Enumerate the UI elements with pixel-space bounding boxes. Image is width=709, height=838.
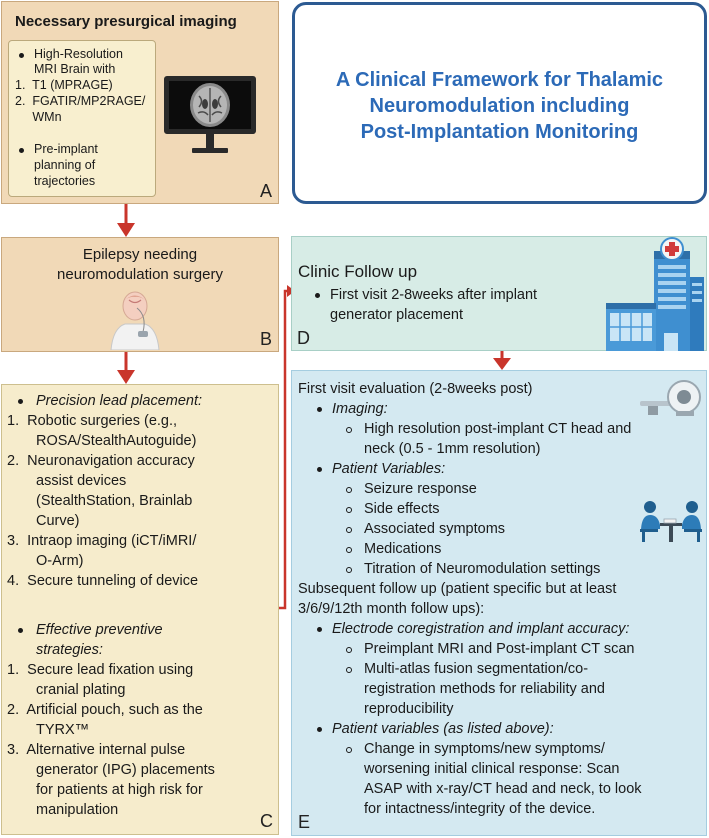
bullet-ring: [346, 567, 352, 573]
panel-d: Clinic Follow up First visit 2-8weeks af…: [291, 236, 707, 351]
panel-c-line: 2. Artificial pouch, such as the: [7, 702, 203, 718]
panel-e-line: High resolution post-implant CT head and: [364, 421, 632, 437]
framework-title-line: Neuromodulation including: [369, 95, 630, 117]
panel-e-line: Titration of Neuromodulation settings: [364, 561, 601, 577]
panel-a-line: High-Resolution: [34, 47, 123, 61]
panel-e-line: Change in symptoms/new symptoms/: [364, 741, 605, 757]
panel-c-line: 1. Robotic surgeries (e.g.,: [7, 413, 178, 429]
bullet-ring: [346, 507, 352, 513]
bullet-dot: [315, 293, 320, 298]
panel-letter-d: D: [297, 328, 310, 348]
panel-c-line: (StealthStation, Brainlab: [36, 493, 193, 509]
bullet-ring: [346, 427, 352, 433]
panel-d-line: generator placement: [330, 307, 463, 323]
panel-e-line: Medications: [364, 541, 442, 557]
imaging-heading: Imaging:: [332, 401, 388, 417]
bullet-ring: [346, 487, 352, 493]
panel-c-line: 3. Intraop imaging (iCT/iMRI/: [7, 533, 197, 549]
panel-a-line: Pre-implant: [34, 142, 98, 156]
panel-a: Necessary presurgical imaging High-Resol…: [1, 1, 279, 204]
framework-title: A Clinical Framework for Thalamic Neurom…: [295, 67, 704, 145]
patient-variables-heading: Patient Variables:: [332, 461, 446, 477]
panel-e-line: ASAP with x-ray/CT head and neck, to loo…: [364, 781, 642, 797]
panel-c-line: 2. Neuronavigation accuracy: [7, 453, 195, 469]
panel-c: Precision lead placement: 1. Robotic sur…: [1, 384, 279, 835]
bullet-ring: [346, 527, 352, 533]
panel-e-line: Side effects: [364, 501, 440, 517]
panel-e-line: 3/6/9/12th month follow ups):: [298, 601, 485, 617]
panel-a-line: MRI Brain with: [34, 62, 116, 76]
panel-b: Epilepsy needing neuromodulation surgery…: [1, 237, 279, 352]
panel-a-imaging-list: High-Resolution MRI Brain with 1. T1 (MP…: [8, 40, 156, 197]
panel-e-line: registration methods for reliability and: [364, 681, 605, 697]
bullet-dot: [18, 399, 23, 404]
bullet-dot: [317, 467, 322, 472]
panel-c-line: manipulation: [36, 802, 119, 818]
panel-a-line: trajectories: [34, 174, 96, 188]
panel-c-line: cranial plating: [36, 682, 126, 698]
bullet-dot: [317, 727, 322, 732]
bullet-ring: [346, 547, 352, 553]
electrode-coregistration-heading: Electrode coregistration and implant acc…: [332, 621, 630, 637]
bullet-dot: [317, 407, 322, 412]
panel-e-line: reproducibility: [364, 701, 454, 717]
panel-e-line: Seizure response: [364, 481, 477, 497]
panel-e-line: First visit evaluation (2-8weeks post): [298, 381, 533, 397]
panel-a-line: planning of: [34, 158, 96, 172]
arrow-b-to-c: [117, 352, 135, 384]
panel-d-line: First visit 2-8weeks after implant: [330, 287, 538, 303]
precision-placement-heading: Precision lead placement:: [36, 393, 203, 409]
arrow-d-to-e: [493, 351, 511, 370]
panel-e-line: Associated symptoms: [364, 521, 506, 537]
clinic-follow-up-title: Clinic Follow up: [298, 262, 418, 281]
panel-e-line: Subsequent follow up (patient specific b…: [298, 581, 617, 597]
panel-letter-b: B: [260, 329, 273, 349]
framework-title-box: A Clinical Framework for Thalamic Neurom…: [292, 2, 707, 204]
panel-e-line: Multi-atlas fusion segmentation/co-: [364, 661, 589, 677]
panel-a-line: 2. FGATIR/MP2RAGE/: [15, 94, 146, 108]
framework-title-line: A Clinical Framework for Thalamic: [335, 69, 664, 91]
patient-variables-listed-heading: Patient variables (as listed above):: [332, 721, 554, 737]
preventive-strategies-heading: Effective preventive: [36, 622, 163, 638]
panel-b-line: Epilepsy needing: [82, 246, 198, 263]
panel-e-line: Preimplant MRI and Post-implant CT scan: [364, 641, 635, 657]
panel-e: First visit evaluation (2-8weeks post) I…: [291, 370, 707, 836]
panel-a-title: Necessary presurgical imaging: [15, 13, 237, 30]
panel-letter-c: C: [260, 811, 273, 831]
preventive-strategies-heading-cont: strategies:: [36, 642, 103, 658]
arrow-a-to-b: [117, 204, 135, 237]
bullet-ring: [346, 647, 352, 653]
panel-a-line: 1. T1 (MPRAGE): [15, 78, 113, 92]
panel-e-line: worsening initial clinical response: Sca…: [364, 761, 620, 777]
panel-b-line: neuromodulation surgery: [57, 266, 223, 283]
bullet-dot: [19, 148, 24, 153]
doctor-consultation-icon: [640, 501, 702, 542]
panel-c-line: TYRX™: [36, 722, 90, 738]
panel-c-line: ROSA/StealthAutoguide): [36, 433, 197, 449]
bullet-dot: [19, 53, 24, 58]
panel-c-line: assist devices: [36, 473, 127, 489]
panel-c-line: 1. Secure lead fixation using: [7, 662, 194, 678]
panel-c-line: O-Arm): [36, 553, 84, 569]
panel-c-line: 4. Secure tunneling of device: [7, 573, 199, 589]
panel-c-line: generator (IPG) placements: [36, 762, 215, 778]
hospital-building-icon: [606, 237, 704, 351]
framework-title-line: Post-Implantation Monitoring: [360, 121, 639, 143]
panel-c-line: 3. Alternative internal pulse: [7, 742, 186, 758]
patient-implant-icon: [110, 291, 160, 350]
panel-letter-e: E: [298, 812, 311, 832]
bullet-dot: [317, 627, 322, 632]
panel-letter-a: A: [260, 181, 273, 201]
bullet-dot: [18, 628, 23, 633]
panel-e-line: for intactness/integrity of the device.: [364, 801, 596, 817]
mri-monitor-icon: [164, 76, 256, 153]
panel-c-line: for patients at high risk for: [36, 782, 203, 798]
panel-c-line: Curve): [36, 513, 80, 529]
bullet-ring: [346, 747, 352, 753]
panel-e-line: neck (0.5 - 1mm resolution): [364, 441, 541, 457]
bullet-ring: [346, 667, 352, 673]
ct-scanner-icon: [640, 380, 701, 416]
panel-a-line: WMn: [15, 110, 62, 124]
